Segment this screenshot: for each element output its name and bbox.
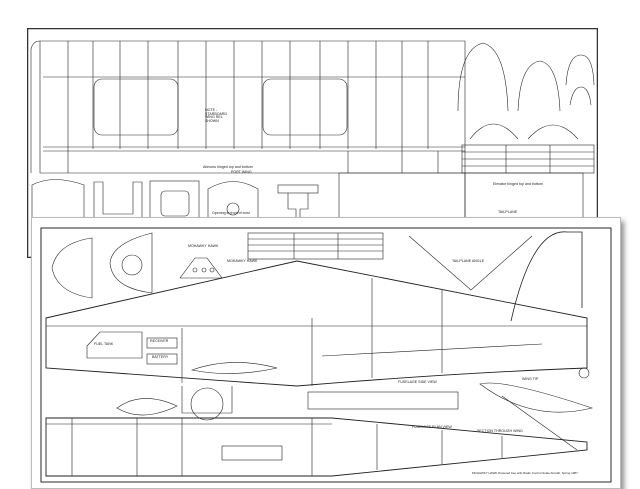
plan-view-label: FUSELAGE PLAN VIEW (412, 425, 452, 429)
logo-label: MOHAWKY HAWK (227, 259, 258, 263)
tail-angle-label: TAILPLANE ANGLE (452, 259, 485, 263)
wing-outline (39, 40, 466, 174)
battery-label: BATTERY (152, 355, 169, 359)
receiver-label: RECEIVER (150, 339, 169, 343)
title-label: MOHAWKY HAWK (188, 244, 219, 248)
parts-list-table (247, 232, 384, 260)
wing-tip-label: WING TIP (522, 377, 539, 381)
fuselage-drawing (40, 227, 612, 483)
elevator-note: Elevator hinged top and bottom (493, 182, 543, 186)
aileron-note: Ailerons hinged top and bottom (203, 165, 253, 169)
fuselage-plan-outline (45, 417, 588, 477)
port-wing-label: PORT WING (231, 170, 252, 174)
former-note: Opening in front of cowl (212, 211, 250, 215)
tailplane-label: TAILPLANE (498, 210, 518, 214)
fuselage-side-outline (45, 260, 588, 387)
bottom-plan-sheet: MOHAWKY HAWK MOHAWKY HAWK TAILPLANE ANGL… (31, 217, 621, 489)
fuel-tank-label: FUEL TANK (94, 342, 114, 346)
caption-label: MOHAWKY HAWK Powered free with Radio Con… (472, 471, 578, 475)
side-view-label: FUSELAGE SIDE VIEW (398, 380, 437, 384)
section-label: SECTION THROUGH WING (477, 429, 523, 433)
wing-note: NOTE - STARBOARD WING REL SHOWN (205, 108, 228, 123)
wing-ribs (67, 41, 429, 173)
